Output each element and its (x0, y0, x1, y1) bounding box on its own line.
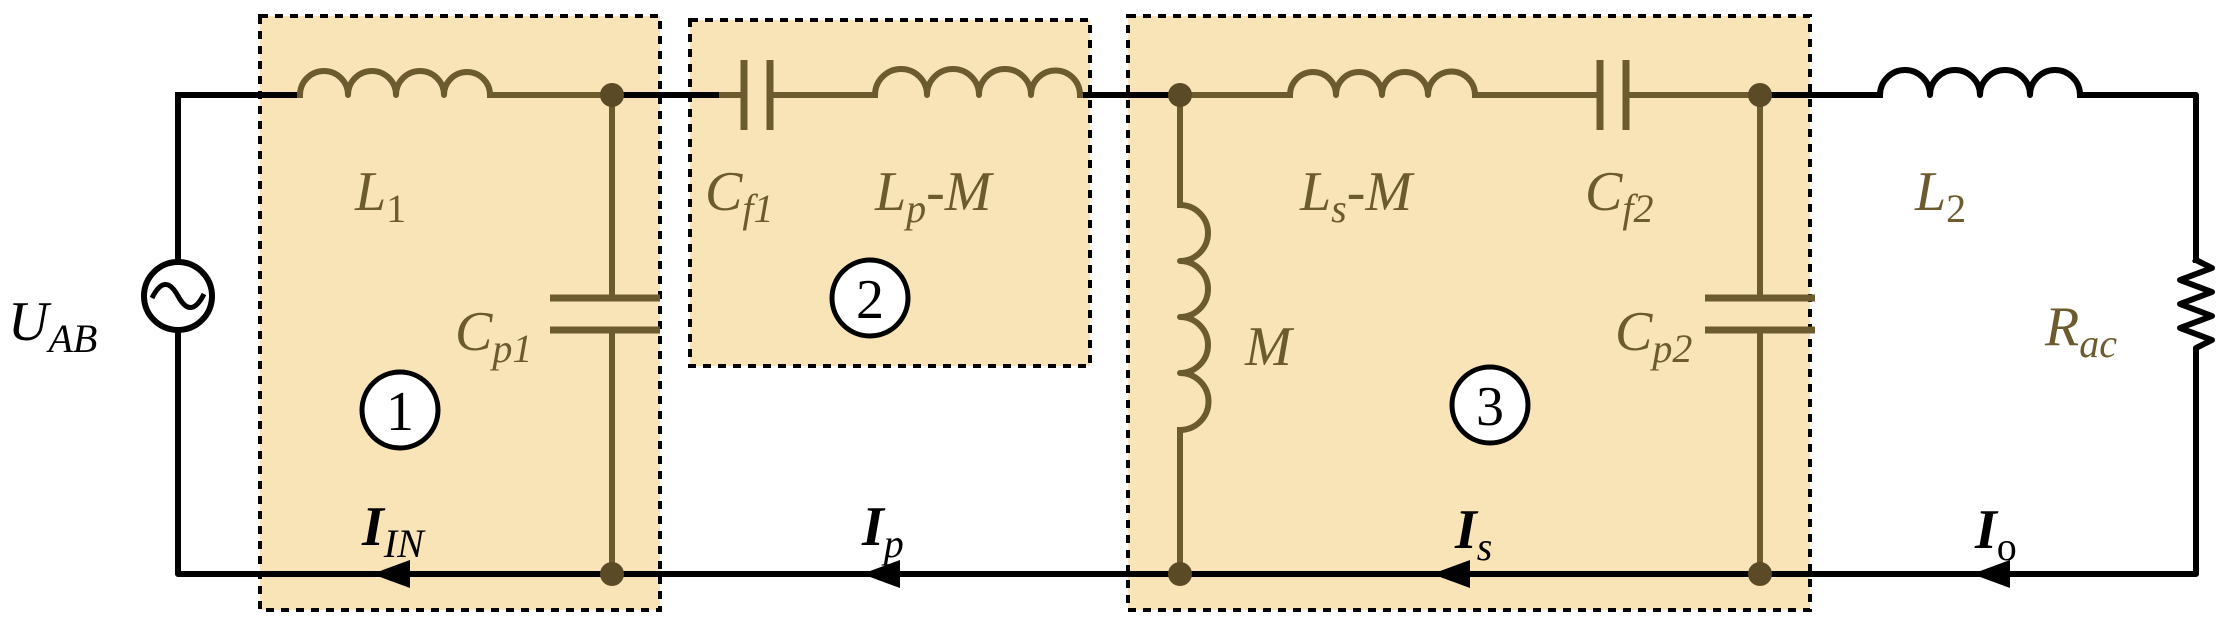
capacitor-Cf2 (1596, 60, 1630, 130)
svg-text:3: 3 (1476, 376, 1504, 438)
region-box-3 (1126, 14, 1812, 612)
label-M: M (1244, 316, 1295, 378)
inductor-M (1176, 201, 1212, 434)
label-Ls-M: Ls-M (1299, 161, 1415, 231)
ac-source (141, 259, 215, 333)
label-source: UAB (8, 291, 97, 361)
current-label-IIN: IIN (361, 496, 426, 566)
inductor-Lp-M (871, 66, 1084, 99)
inductor-L1 (296, 68, 494, 99)
label-Lp-M: Lp-M (874, 161, 995, 231)
label-Cf2: Cf2 (1585, 161, 1653, 231)
region-number-1: 1 (359, 369, 441, 451)
capacitor-Cp1 (550, 294, 660, 334)
region-number-3: 3 (1449, 364, 1531, 446)
region-box-1 (258, 14, 662, 612)
label-L2: L2 (1914, 161, 1966, 231)
inductor-L2 (1876, 67, 2084, 99)
label-Cp1: Cp1 (455, 301, 532, 371)
region-number-2: 2 (829, 257, 911, 339)
inductor-Ls-M (1286, 68, 1479, 99)
olive-wires (297, 92, 1763, 577)
svg-text:2: 2 (856, 269, 884, 331)
current-label-Ip: Ip (861, 496, 904, 566)
label-Cf1: Cf1 (705, 161, 773, 231)
current-label-Is: Is (1454, 499, 1492, 569)
junction-dots (600, 83, 1772, 586)
resistor-Rac (2177, 255, 2215, 365)
current-label-Io: Io (1974, 499, 2017, 569)
current-arrows (372, 560, 2010, 588)
label-Rac: Rac (2044, 296, 2117, 366)
label-L1: L1 (354, 161, 406, 231)
capacitor-Cp2 (1705, 294, 1815, 334)
label-Cp2: Cp2 (1615, 301, 1692, 371)
svg-text:1: 1 (386, 381, 414, 443)
capacitor-Cf1 (740, 60, 774, 130)
